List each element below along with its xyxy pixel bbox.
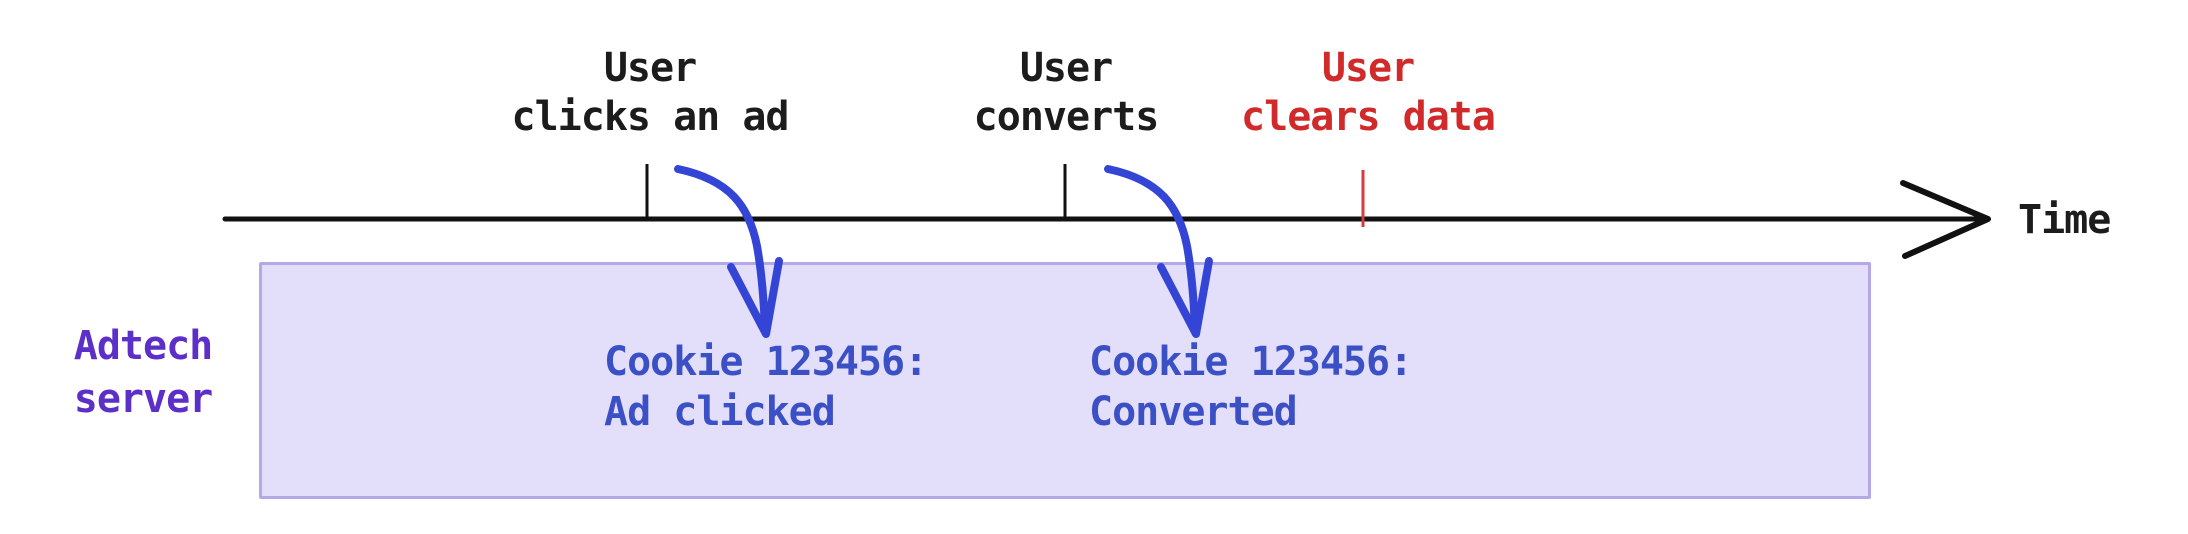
event-label-line: converts [973,94,1160,140]
event-label-user-converts: User converts [973,44,1160,142]
event-label-line: clears data [1241,94,1496,140]
adtech-server-label: Adtech server [74,320,213,426]
time-axis-label: Time [2018,197,2111,243]
event-label-user-clears-data: User clears data [1241,44,1496,142]
event-label-line: User [603,45,697,91]
adtech-server-box [259,262,1871,499]
server-label-line: Adtech [73,323,213,369]
cookie-record-line: Converted [1089,389,1298,435]
server-label-line: server [73,376,213,422]
timeline-axis [222,180,1991,259]
cookie-record-line: Cookie 123456: [1089,339,1413,385]
cookie-record-line: Cookie 123456: [604,339,928,385]
cookie-record-line: Ad clicked [604,389,836,435]
event-label-line: clicks an ad [511,94,790,140]
event-label-user-clicks-ad: User clicks an ad [511,44,790,142]
event-label-line: User [1019,45,1113,91]
cookie-record-ad-clicked: Cookie 123456: Ad clicked [604,337,928,437]
event-label-line: User [1321,45,1415,91]
cookie-record-converted: Cookie 123456: Converted [1089,337,1413,437]
timeline-arrowhead-icon [1900,180,1991,259]
